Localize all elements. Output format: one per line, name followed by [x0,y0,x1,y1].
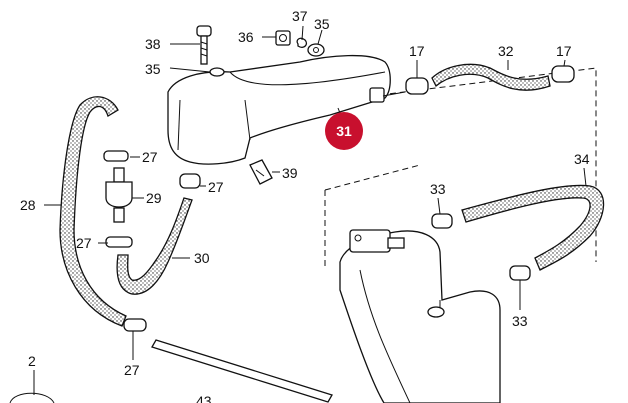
callout-36: 36 [238,29,254,45]
hose-clamp [431,213,531,281]
callout-28: 28 [20,197,36,213]
callout-27: 27 [76,235,92,251]
assembly-boundary [324,67,597,270]
svg-text:31: 31 [336,123,352,139]
callout-27: 27 [142,149,158,165]
callout-37: 37 [292,8,308,24]
hose[interactable] [116,197,193,295]
nut-and-washers [275,30,325,57]
callout-17: 17 [556,43,572,59]
rod [151,339,333,403]
callout-35: 35 [145,61,161,77]
callout-27: 27 [124,362,140,378]
bolt [196,25,212,65]
callout-30: 30 [194,250,210,266]
callout-2: 2 [28,353,36,369]
washer [209,67,225,77]
leader-lines [33,25,587,395]
hose-clamp [405,65,575,95]
callout-38: 38 [145,36,161,52]
callout-17: 17 [409,43,425,59]
callout-43: 43 [196,393,212,403]
callout-labels: 38 35 36 37 35 17 32 17 27 27 39 29 28 2… [20,8,590,403]
hose[interactable] [59,96,127,327]
highlighted-callout-31[interactable]: 31 [325,112,363,150]
hose-clamp [103,150,201,332]
check-valve[interactable] [105,167,133,223]
reservoir-tank[interactable] [167,54,406,165]
callout-34: 34 [574,151,590,167]
callout-27: 27 [208,179,224,195]
callout-32: 32 [498,43,514,59]
callout-35: 35 [314,16,330,32]
hose[interactable] [431,63,551,91]
clip [249,159,273,185]
callout-33: 33 [512,313,528,329]
hose[interactable] [461,184,605,271]
gear-arc [9,392,55,403]
callout-33: 33 [430,181,446,197]
callout-29: 29 [146,190,162,206]
callout-39: 39 [282,165,298,181]
body-panel [339,229,501,403]
